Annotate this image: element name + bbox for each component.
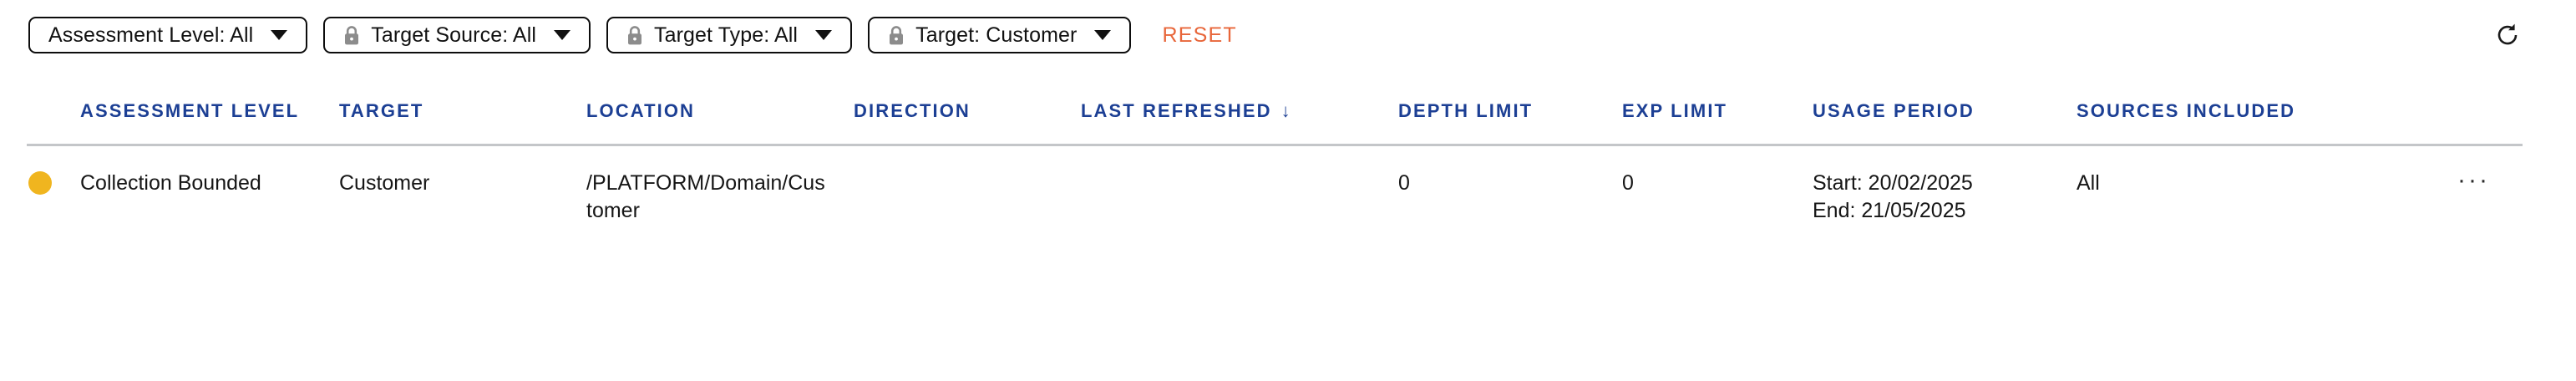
column-header-last-refreshed[interactable]: LAST REFRESHED ↓ [1081, 100, 1398, 144]
lock-icon [888, 25, 905, 46]
filter-bar: Assessment Level: All Target Source: All… [0, 0, 2576, 70]
filter-chip-target-source[interactable]: Target Source: All [323, 17, 591, 53]
cell-sources-included: All [2077, 171, 2100, 195]
column-header-depth-limit[interactable]: DEPTH LIMIT [1398, 100, 1534, 121]
cell-exp-limit: 0 [1622, 171, 1634, 195]
lock-icon [343, 25, 360, 46]
column-header-target[interactable]: TARGET [339, 100, 424, 121]
cell-depth-limit: 0 [1398, 171, 1410, 195]
chevron-down-icon [1094, 29, 1112, 41]
filter-chip-assessment-level[interactable]: Assessment Level: All [28, 17, 308, 53]
row-overflow-menu-button[interactable]: ··· [2452, 168, 2576, 193]
column-header-status [0, 100, 80, 122]
chevron-down-icon [815, 29, 833, 41]
status-badge [0, 170, 80, 195]
column-header-direction[interactable]: DIRECTION [854, 100, 971, 121]
filter-chip-label: Assessment Level: All [48, 23, 254, 47]
column-header-location[interactable]: LOCATION [586, 100, 696, 121]
chevron-down-icon [271, 29, 288, 41]
chevron-down-icon [554, 29, 571, 41]
filter-chip-label: Target Source: All [371, 23, 537, 47]
filter-chip-target-type[interactable]: Target Type: All [606, 17, 853, 53]
status-dot-icon [28, 171, 52, 195]
cell-location: /PLATFORM/Domain/Customer [586, 171, 825, 222]
refresh-button[interactable] [2491, 19, 2524, 53]
filter-chip-target[interactable]: Target: Customer [868, 17, 1132, 53]
refresh-icon [2494, 22, 2521, 51]
cell-usage-period: Start: 20/02/2025 End: 21/05/2025 [1813, 170, 2077, 225]
cell-assessment-level: Collection Bounded [80, 171, 261, 195]
lock-icon [626, 25, 643, 46]
column-header-sources-included[interactable]: SOURCES INCLUDED [2077, 100, 2296, 121]
data-table: ASSESSMENT LEVEL TARGET LOCATION DIRECTI… [0, 100, 2576, 225]
reset-button[interactable]: RESET [1162, 23, 1237, 47]
column-header-exp-limit[interactable]: EXP LIMIT [1622, 100, 1728, 121]
table-row[interactable]: Collection Bounded Customer /PLATFORM/Do… [0, 146, 2576, 225]
sort-descending-icon: ↓ [1280, 100, 1292, 121]
column-header-actions [2452, 100, 2576, 122]
column-header-last-refreshed-label: LAST REFRESHED [1081, 100, 1272, 121]
cell-target: Customer [339, 171, 430, 195]
filter-chip-label: Target: Customer [915, 23, 1078, 47]
usage-period-end: End: 21/05/2025 [1813, 199, 1966, 222]
header-divider [27, 144, 2523, 146]
filter-chip-label: Target Type: All [654, 23, 799, 47]
column-header-usage-period[interactable]: USAGE PERIOD [1813, 100, 1975, 121]
usage-period-start: Start: 20/02/2025 [1813, 171, 1973, 195]
column-header-assessment-level[interactable]: ASSESSMENT LEVEL [80, 100, 300, 121]
table-header-row: ASSESSMENT LEVEL TARGET LOCATION DIRECTI… [0, 100, 2576, 144]
